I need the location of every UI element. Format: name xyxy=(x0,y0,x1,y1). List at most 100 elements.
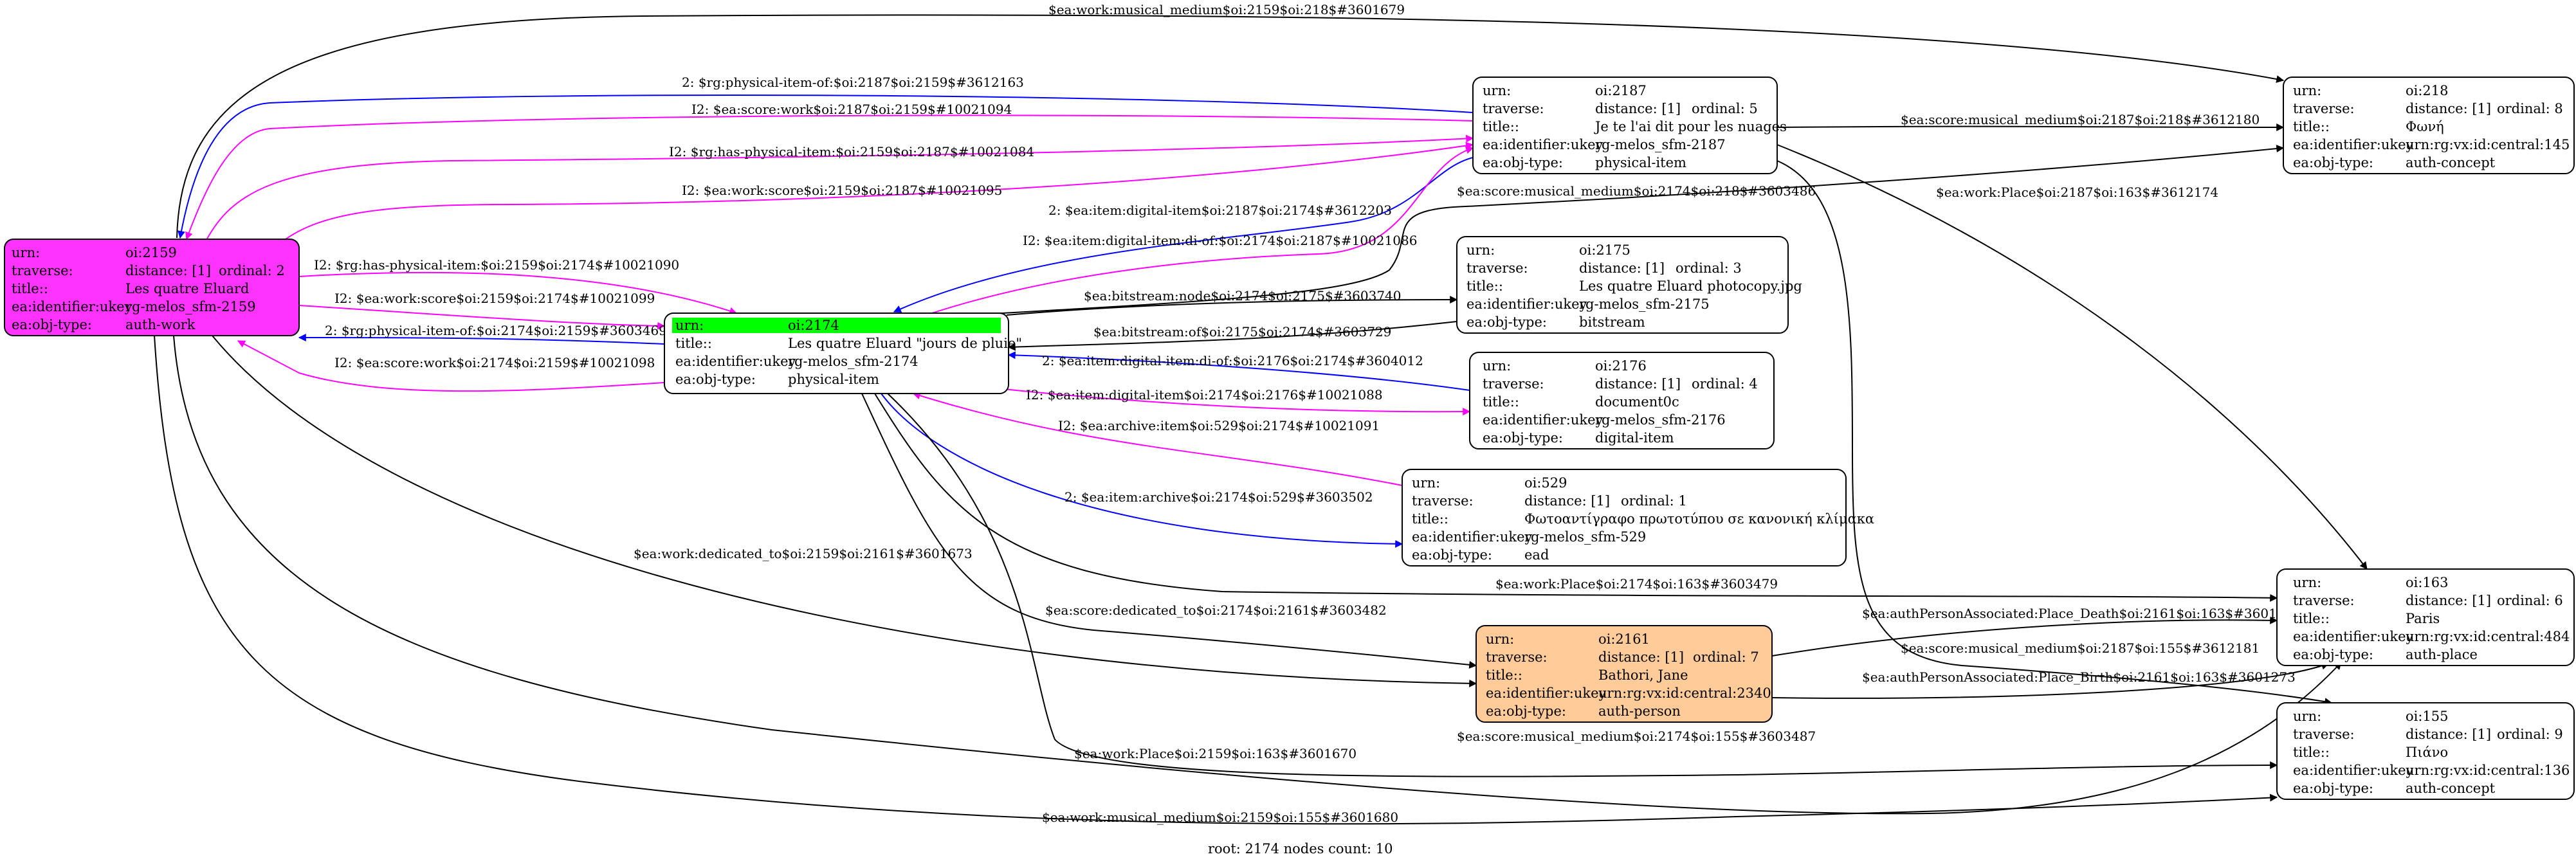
node-2159-urn: oi:2159 xyxy=(125,245,177,260)
node-529-title: Φωτοαντίγραφο πρωτοτύπου σε κανονική κλί… xyxy=(1524,511,1874,527)
node-2159-traverse-label: traverse: xyxy=(12,263,73,278)
node-2175[interactable]: urn: oi:2175 traverse: distance: [1] ord… xyxy=(1456,236,1802,334)
node-218-ukey-label: ea:identifier:ukey xyxy=(2293,137,2414,152)
node-218-traverse-label: traverse: xyxy=(2293,101,2355,116)
node-529-urn-label: urn: xyxy=(1412,475,1440,491)
node-2187-traverse: distance: [1] xyxy=(1595,101,1681,116)
node-2176-title-label: title:: xyxy=(1483,394,1519,410)
node-529[interactable]: urn: oi:529 traverse: distance: [1] ordi… xyxy=(1402,469,1874,566)
edge-e11 xyxy=(298,271,738,315)
node-2175-ukey-label: ea:identifier:ukey xyxy=(1466,296,1587,312)
edge-label-e1: $ea:work:musical_medium$oi:2159$oi:218$#… xyxy=(1048,2,1405,17)
node-2176-type-label: ea:obj-type: xyxy=(1483,430,1563,446)
node-2175-title: Les quatre Eluard photocopy.jpg xyxy=(1579,278,1802,294)
edge-e1 xyxy=(176,14,2285,239)
node-2187-ukey-label: ea:identifier:ukey xyxy=(1483,137,1603,152)
node-163-title-label: title:: xyxy=(2293,611,2330,626)
edge-e15 xyxy=(298,334,665,345)
edge-label-e27: $ea:score:musical_medium$oi:2174$oi:155$… xyxy=(1457,729,1816,744)
edge-e17 xyxy=(237,340,665,392)
node-2187-ordinal: ordinal: 5 xyxy=(1692,101,1758,116)
node-163-ukey: urn:rg:vx:id:central:484 xyxy=(2406,629,2570,644)
node-2175-urn-label: urn: xyxy=(1466,242,1495,258)
node-2159-type-label: ea:obj-type: xyxy=(12,317,92,332)
edge-label-e3: I2: $ea:score:work$oi:2187$oi:2159$#1002… xyxy=(691,102,1012,117)
node-2161-ordinal: ordinal: 7 xyxy=(1693,649,1759,665)
edge-e14 xyxy=(1007,321,1457,351)
node-2174-title-label: title:: xyxy=(675,336,712,351)
node-2161-ukey: urn:rg:vx:id:central:2340 xyxy=(1598,685,1771,701)
node-2175-type: bitstream xyxy=(1579,314,1645,330)
edge-e3 xyxy=(185,114,1474,240)
node-2175-title-label: title:: xyxy=(1466,278,1503,294)
edge-e20 xyxy=(881,393,1403,548)
node-2176-ukey: rg-melos_sfm-2176 xyxy=(1595,412,1726,428)
node-155-title-label: title:: xyxy=(2293,745,2330,760)
edge-label-e14: $ea:bitstream:of$oi:2175$oi:2174$#360372… xyxy=(1093,324,1391,340)
edge-label-e16: 2: $ea:item:digital-item:di-of:$oi:2176$… xyxy=(1042,353,1423,368)
node-2161[interactable]: urn: oi:2161 traverse: distance: [1] ord… xyxy=(1475,625,1773,723)
node-218-urn-label: urn: xyxy=(2293,83,2321,98)
edge-label-e20: 2: $ea:item:archive$oi:2174$oi:529$#3603… xyxy=(1064,489,1373,505)
node-529-title-label: title:: xyxy=(1412,511,1448,527)
edge-e23 xyxy=(861,393,1477,669)
edge-label-e11: I2: $rg:has-physical-item:$oi:2159$oi:21… xyxy=(314,257,679,273)
node-529-urn: oi:529 xyxy=(1524,475,1567,491)
node-2175-ordinal: ordinal: 3 xyxy=(1676,260,1742,276)
node-2176-traverse: distance: [1] xyxy=(1595,376,1681,392)
edge-label-e29: $ea:work:musical_medium$oi:2159$oi:155$#… xyxy=(1042,810,1398,825)
node-529-traverse: distance: [1] xyxy=(1524,493,1610,509)
node-2176-title: document0c xyxy=(1595,394,1679,410)
edge-label-e15: 2: $rg:physical-item-of:$oi:2174$oi:2159… xyxy=(325,323,667,338)
node-529-ordinal: ordinal: 1 xyxy=(1621,493,1687,509)
node-2176-urn-label: urn: xyxy=(1483,358,1511,374)
edge-e28 xyxy=(173,335,2342,815)
node-155-type: auth-concept xyxy=(2406,781,2496,796)
edge-label-e7: $ea:work:Place$oi:2187$oi:163$#3612174 xyxy=(1936,185,2218,200)
node-2187-ukey: rg-melos_sfm-2187 xyxy=(1595,137,1726,152)
node-2159[interactable]: urn: oi:2159 traverse: distance: [1] ord… xyxy=(4,239,300,336)
edge-label-e26: $ea:authPersonAssociated:Place_Birth$oi:… xyxy=(1862,669,2296,685)
node-2176-type: digital-item xyxy=(1595,430,1674,446)
node-2161-traverse-label: traverse: xyxy=(1486,649,1548,665)
node-2187-urn-label: urn: xyxy=(1483,83,1511,98)
edge-label-e4: $ea:score:musical_medium$oi:2187$oi:218$… xyxy=(1901,112,2260,127)
node-2187-title: Je te l'ai dit pour les nuages xyxy=(1594,119,1787,134)
edge-label-e21: $ea:work:dedicated_to$oi:2159$oi:2161$#3… xyxy=(634,546,973,561)
node-218-type-label: ea:obj-type: xyxy=(2293,155,2373,170)
edge-label-e28: $ea:work:Place$oi:2159$oi:163$#3601670 xyxy=(1074,746,1357,761)
node-163-ukey-label: ea:identifier:ukey xyxy=(2293,629,2414,644)
node-163[interactable]: urn: oi:163 traverse: distance: [1] ordi… xyxy=(2276,568,2575,666)
node-218-ukey: urn:rg:vx:id:central:145 xyxy=(2406,137,2570,152)
node-155-title: Πιάνο xyxy=(2406,745,2448,760)
node-2159-urn-label: urn: xyxy=(12,245,40,260)
edge-label-e5: I2: $rg:has-physical-item:$oi:2159$oi:21… xyxy=(669,144,1034,159)
node-218-ordinal: ordinal: 8 xyxy=(2497,101,2563,116)
node-2159-traverse: distance: [1] xyxy=(125,263,211,278)
node-155-type-label: ea:obj-type: xyxy=(2293,781,2373,796)
edge-label-e17: I2: $ea:score:work$oi:2174$oi:2159$#1002… xyxy=(334,355,655,370)
node-218[interactable]: urn: oi:218 traverse: distance: [1] ordi… xyxy=(2283,77,2575,174)
node-2174-type: physical-item xyxy=(788,372,879,387)
edge-label-e6: I2: $ea:work:score$oi:2159$oi:2187$#1002… xyxy=(682,183,1002,198)
edge-e8 xyxy=(913,145,2285,319)
node-155[interactable]: urn: oi:155 traverse: distance: [1] ordi… xyxy=(2276,702,2575,800)
edge-e26 xyxy=(1771,662,2330,699)
node-2174-header-bar xyxy=(672,318,1001,333)
node-2176-ukey-label: ea:identifier:ukey xyxy=(1483,412,1603,428)
node-155-traverse-label: traverse: xyxy=(2293,727,2355,742)
edge-e10 xyxy=(926,146,1474,316)
node-529-traverse-label: traverse: xyxy=(1412,493,1474,509)
node-2159-ukey: rg-melos_sfm-2159 xyxy=(125,299,256,314)
node-2176[interactable]: urn: oi:2176 traverse: distance: [1] ord… xyxy=(1469,352,1775,449)
edge-e21 xyxy=(212,335,1477,687)
node-2175-traverse: distance: [1] xyxy=(1579,260,1665,276)
node-2174[interactable]: urn: oi:2174 title:: Les quatre Eluard "… xyxy=(664,313,1022,394)
edge-label-e12: $ea:bitstream:node$oi:2174$oi:2175$#3603… xyxy=(1084,288,1402,304)
node-2187[interactable]: urn: oi:2187 traverse: distance: [1] ord… xyxy=(1472,77,1787,174)
node-163-title: Paris xyxy=(2406,611,2440,626)
node-2187-title-label: title:: xyxy=(1483,119,1519,134)
node-2176-ordinal: ordinal: 4 xyxy=(1692,376,1758,392)
edge-e29 xyxy=(154,335,2278,825)
graph-footer: root: 2174 nodes count: 10 xyxy=(1208,841,1393,856)
